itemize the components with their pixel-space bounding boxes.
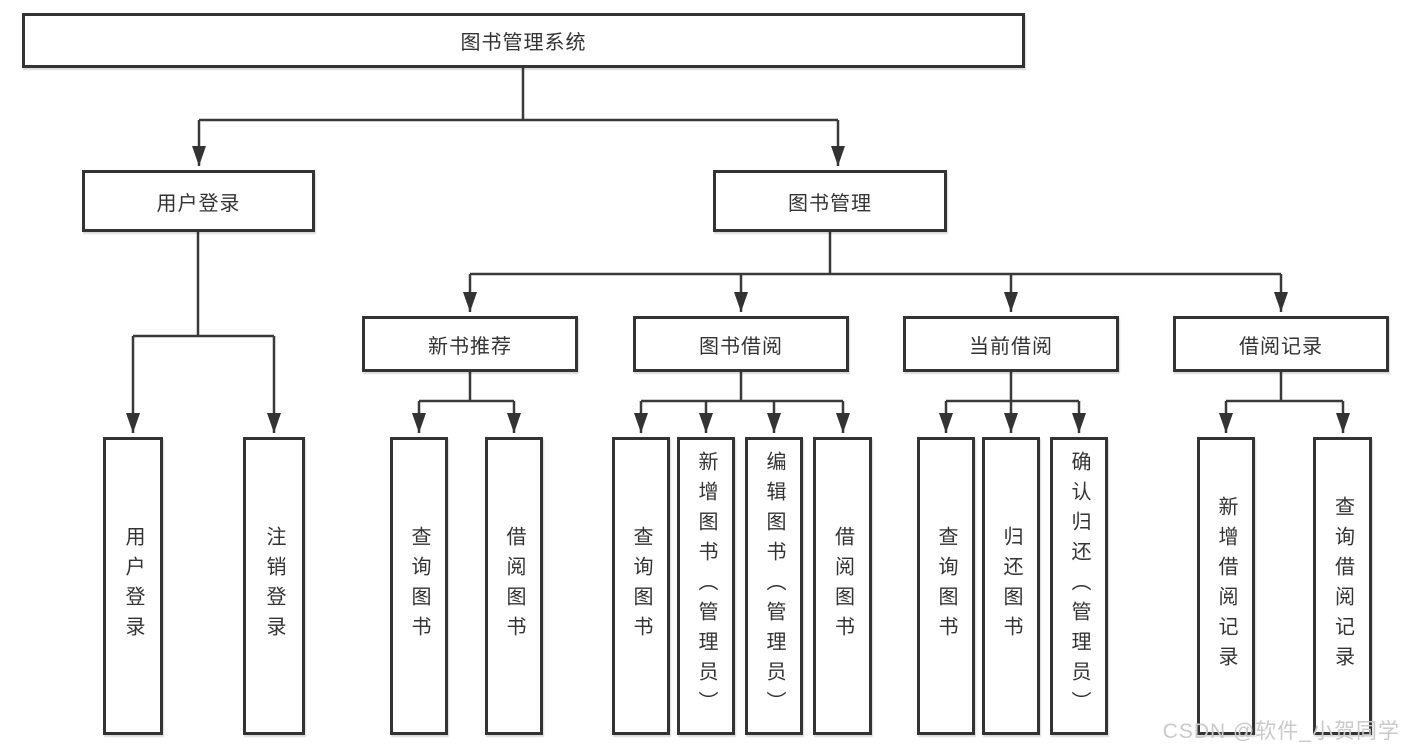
leaf-br-query-record-label: 查询借阅记录	[1331, 496, 1354, 676]
node-new-book-recommend: 新书推荐	[362, 316, 578, 372]
leaf-nb-query-books: 查询图书	[390, 437, 448, 735]
csdn-watermark: CSDN @软件_小贺同学	[1162, 720, 1400, 743]
leaf-br-add-record-label: 新增借阅记录	[1215, 496, 1237, 676]
leaf-cb-confirm-return-admin: 确认归还（管理员）	[1050, 437, 1108, 735]
node-book-borrow: 图书借阅	[633, 316, 849, 372]
leaf-bb-edit-book-admin-label: 编辑图书（管理员）	[763, 451, 785, 721]
leaf-cb-return-books-label: 归还图书	[1000, 526, 1022, 646]
node-book-management: 图书管理	[713, 170, 947, 232]
leaf-bb-add-book-admin: 新增图书（管理员）	[677, 437, 735, 735]
leaf-bb-query-books: 查询图书	[612, 437, 670, 735]
leaf-bb-add-book-admin-label: 新增图书（管理员）	[695, 451, 717, 721]
connector-current-borrow-trunk	[946, 372, 1079, 403]
node-book-borrow-label: 图书借阅	[699, 335, 783, 358]
leaf-bb-edit-book-admin: 编辑图书（管理员）	[745, 437, 803, 735]
node-current-borrow: 当前借阅	[903, 316, 1119, 372]
connector-root-trunk	[199, 68, 838, 122]
node-root: 图书管理系统	[22, 13, 1025, 68]
connector-book-management-trunk	[470, 232, 1281, 276]
connector-new-book-trunk	[419, 372, 514, 403]
node-borrow-records-label: 借阅记录	[1239, 335, 1323, 358]
leaf-br-add-record: 新增借阅记录	[1197, 437, 1255, 735]
node-root-label: 图书管理系统	[460, 32, 587, 54]
leaf-user-login-label: 用户登录	[122, 526, 144, 646]
connector-book-borrow-trunk	[641, 372, 843, 403]
node-new-book-recommend-label: 新书推荐	[428, 335, 512, 358]
leaf-logout-label: 注销登录	[263, 526, 285, 646]
node-borrow-records: 借阅记录	[1173, 316, 1389, 372]
leaf-bb-query-books-label: 查询图书	[630, 526, 652, 646]
leaf-user-login: 用户登录	[103, 437, 163, 735]
leaf-cb-query-books-label: 查询图书	[935, 526, 957, 646]
leaf-cb-query-books: 查询图书	[917, 437, 975, 735]
leaf-nb-query-books-label: 查询图书	[408, 526, 430, 646]
leaf-nb-borrow-books-label: 借阅图书	[503, 526, 525, 646]
node-user-login: 用户登录	[82, 170, 315, 232]
leaf-nb-borrow-books: 借阅图书	[485, 437, 543, 735]
leaf-bb-borrow-books-label: 借阅图书	[831, 526, 854, 646]
leaf-bb-borrow-books: 借阅图书	[813, 437, 872, 735]
node-current-borrow-label: 当前借阅	[969, 335, 1053, 358]
connector-borrow-records-trunk	[1226, 372, 1343, 403]
leaf-br-query-record: 查询借阅记录	[1313, 437, 1372, 735]
node-user-login-label: 用户登录	[156, 192, 241, 215]
leaf-cb-confirm-return-admin-label: 确认归还（管理员）	[1068, 451, 1090, 721]
leaf-logout: 注销登录	[243, 437, 305, 735]
node-book-management-label: 图书管理	[788, 192, 872, 215]
connector-user-login-trunk	[133, 232, 274, 338]
leaf-cb-return-books: 归还图书	[982, 437, 1040, 735]
